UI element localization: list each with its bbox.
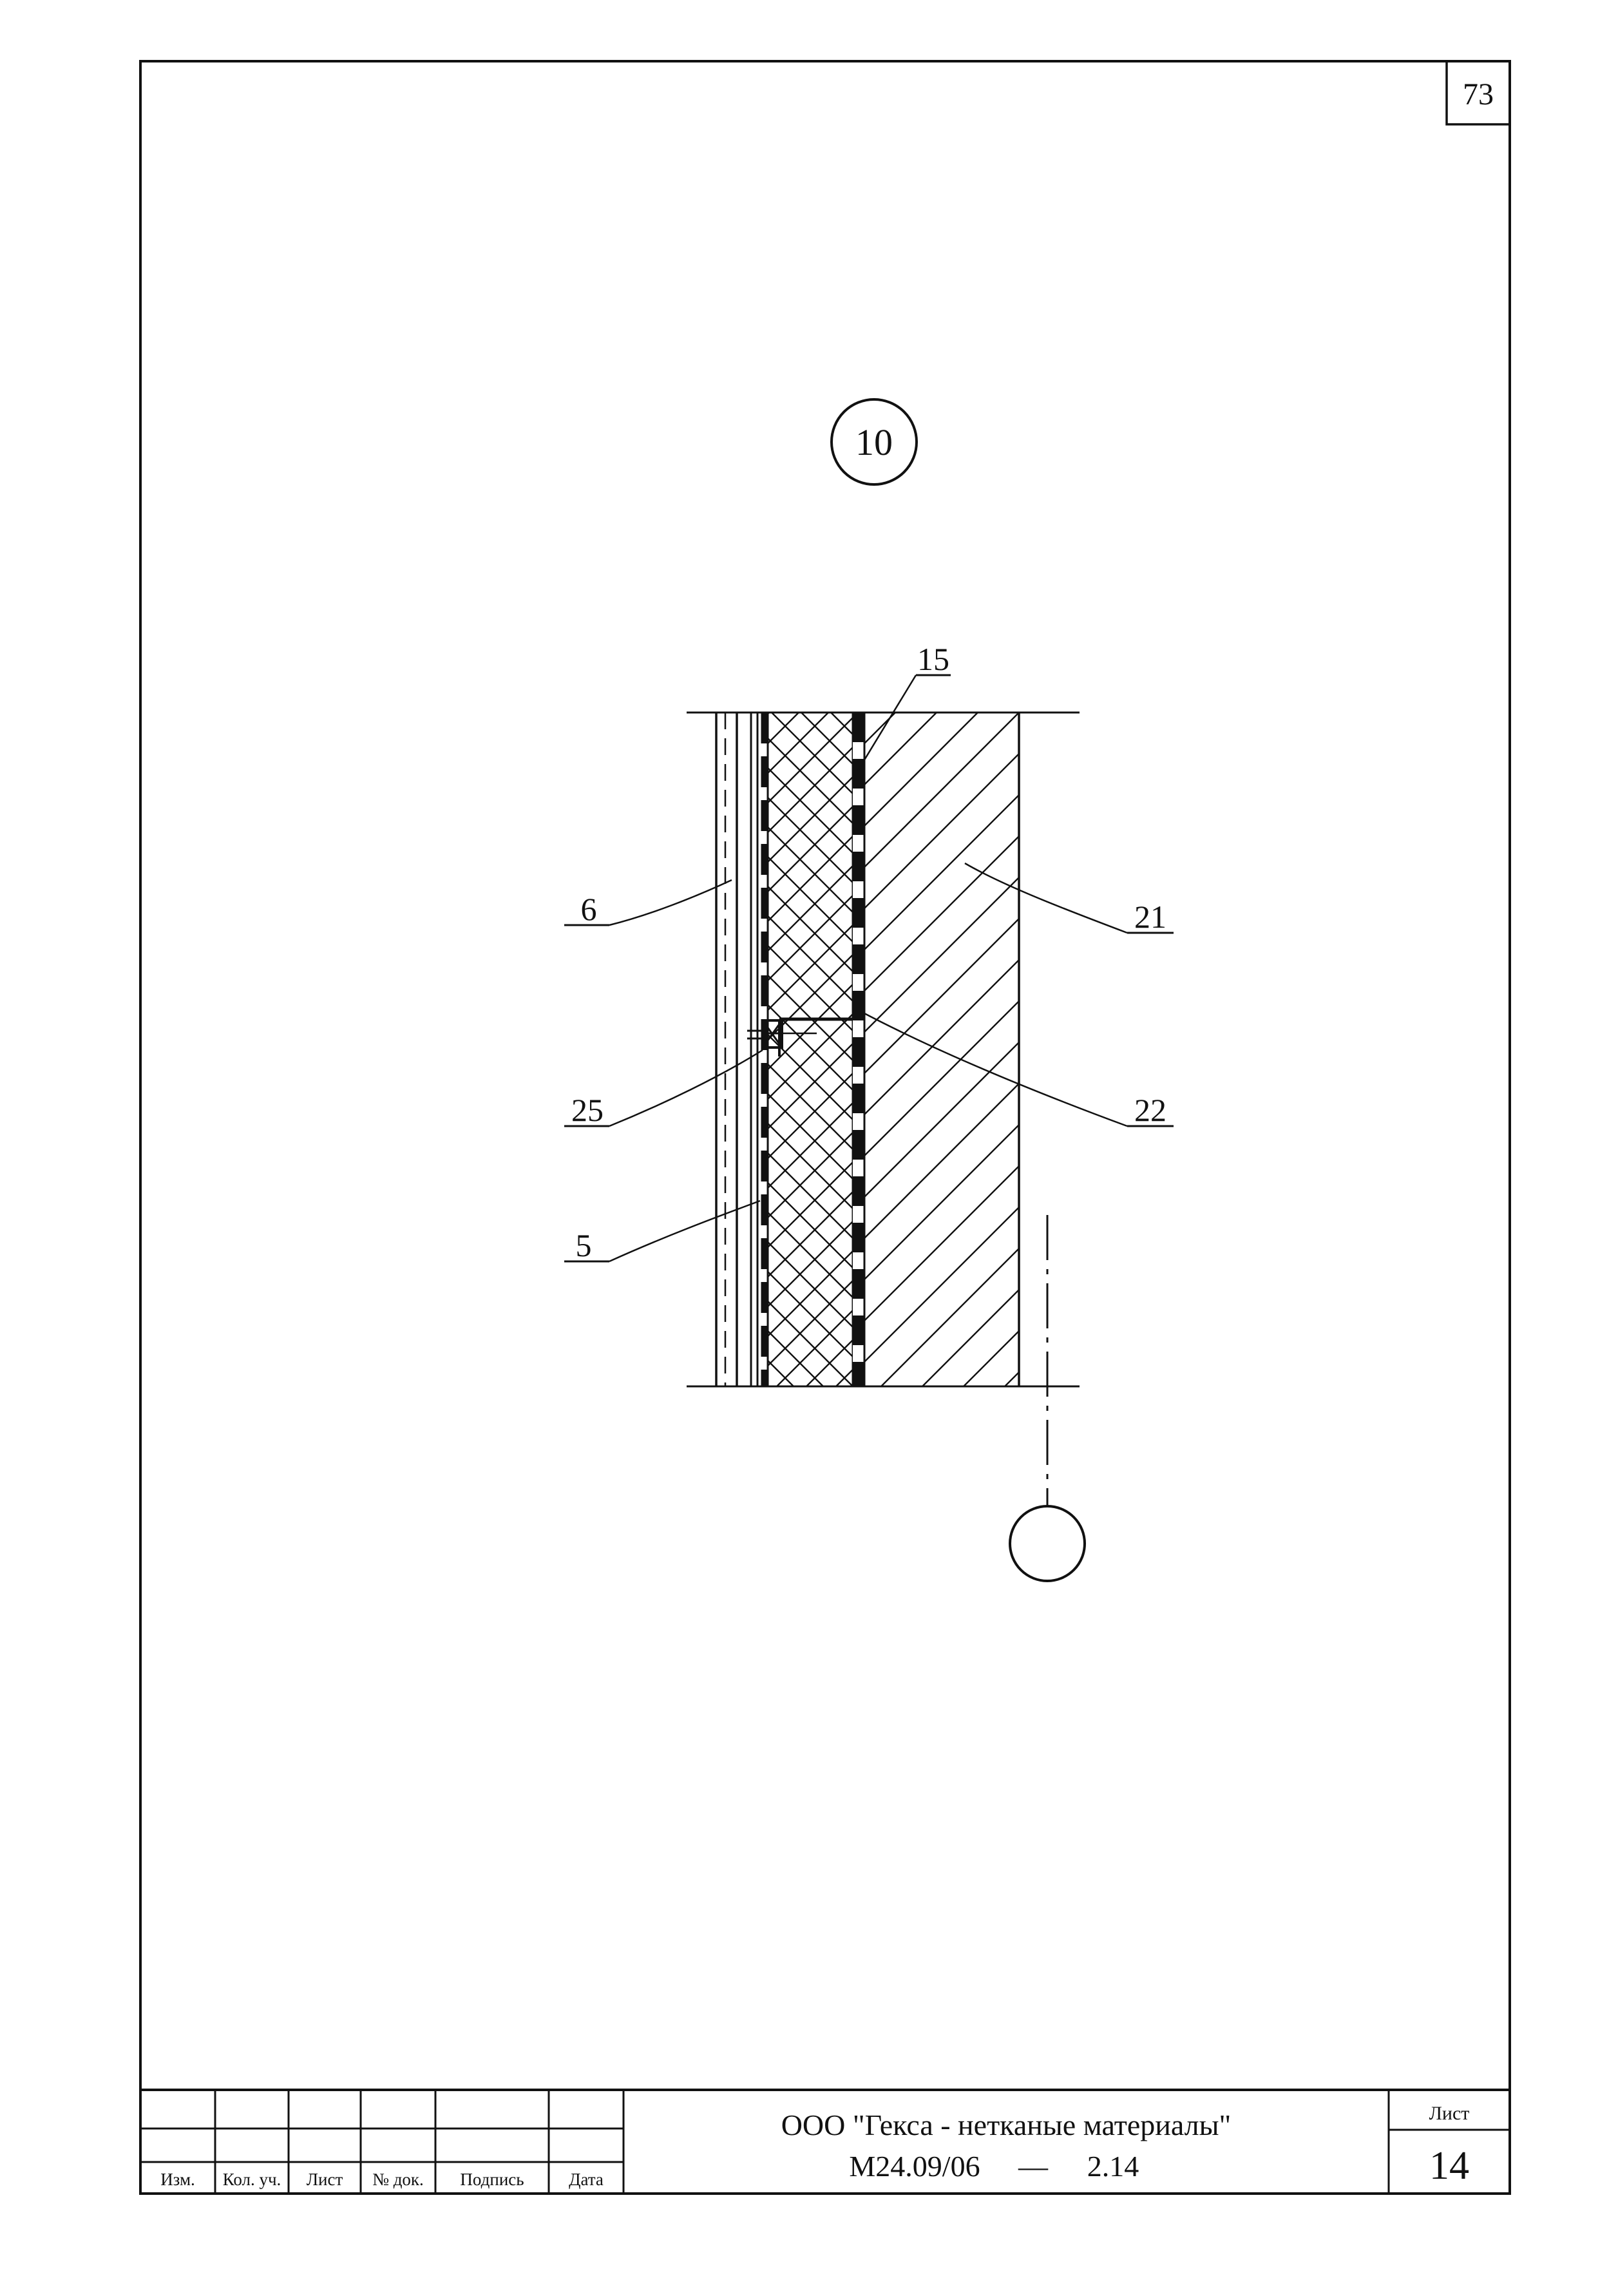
header-date: Дата: [569, 2170, 604, 2189]
header-izm: Изм.: [160, 2170, 195, 2189]
callout-6-label: 6: [581, 891, 597, 927]
callout-15: 15: [857, 641, 951, 771]
section-cut-marker: [1009, 1215, 1086, 1582]
callout-21: 21: [964, 862, 1174, 935]
sheet-label: Лист: [1429, 2103, 1470, 2124]
cladding-layer: [715, 713, 738, 1386]
callout-5-label: 5: [576, 1227, 592, 1263]
callout-25: 25: [564, 1049, 763, 1128]
fastener: [747, 1019, 817, 1049]
header-kol-uch: Кол. уч.: [223, 2170, 281, 2189]
document-code-dash: —: [1018, 2150, 1049, 2183]
sheet-number: 14: [1429, 2144, 1469, 2188]
vapour-barrier-layer: [853, 713, 866, 1386]
callout-5: 5: [564, 1200, 761, 1263]
callout-25-label: 25: [571, 1092, 604, 1128]
insulation-layer: [766, 713, 864, 1386]
title-block: Изм. Кол. уч. Лист № док. Подпись Дата О…: [139, 2089, 1511, 2195]
membrane-layer: [750, 713, 767, 1386]
header-list: Лист: [307, 2170, 343, 2189]
callout-22: 22: [862, 1011, 1174, 1128]
callout-6: 6: [564, 879, 732, 927]
header-doc-number: № док.: [372, 2170, 424, 2189]
detail-marker-number: 10: [855, 421, 893, 463]
wall-section: [687, 711, 1080, 1388]
wall-body: [864, 713, 1020, 1386]
header-signature: Подпись: [460, 2170, 524, 2189]
callout-22-label: 22: [1134, 1092, 1166, 1128]
organization-name: ООО "Гекса - нетканые материалы": [781, 2109, 1232, 2141]
detail-marker: 10: [830, 398, 918, 486]
callout-21-label: 21: [1134, 899, 1166, 935]
document-sheet-code: 2.14: [1087, 2150, 1139, 2183]
corner-sheet-number: 73: [1463, 77, 1494, 111]
corner-number-box: 73: [1445, 60, 1511, 126]
document-code: М24.09/06: [849, 2150, 980, 2183]
callout-15-label: 15: [917, 641, 949, 677]
